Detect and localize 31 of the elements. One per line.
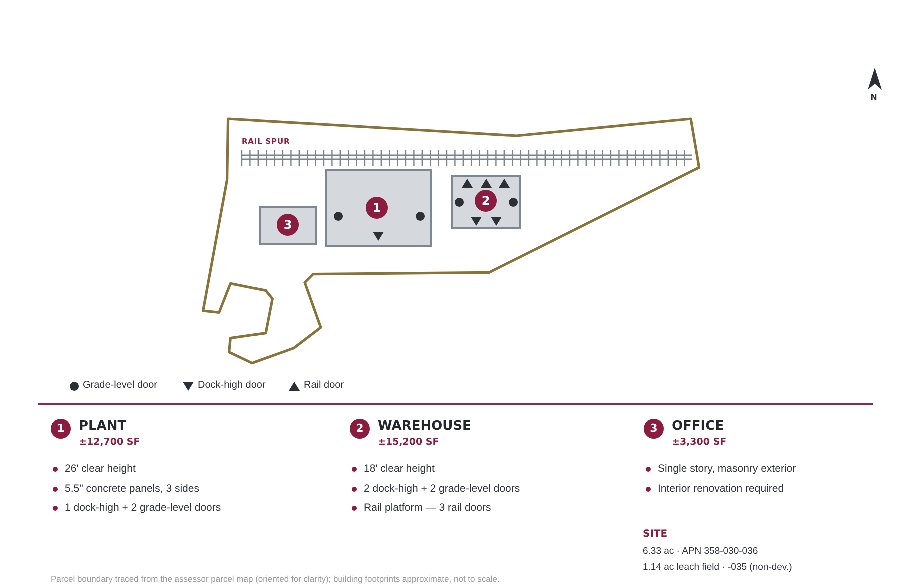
feature-text: 18' clear height — [364, 462, 435, 476]
feature-text: Interior renovation required — [658, 482, 784, 496]
building-footprint — [451, 175, 521, 229]
section-heading: OFFICE — [672, 419, 724, 435]
area-figure: ±3,300 SF — [672, 437, 727, 449]
feature-text: 5.5" concrete panels, 3 sides — [65, 482, 200, 496]
feature-text: 1 dock-high + 2 grade-level doors — [65, 501, 222, 515]
section-heading: WAREHOUSE — [378, 419, 472, 435]
callout-number: 2 — [350, 419, 370, 439]
building-footprint — [325, 169, 432, 247]
area-figure: ±15,200 SF — [378, 437, 440, 449]
site-detail: 1.14 ac leach field · -035 (non-dev.) — [643, 560, 792, 574]
footnote: Parcel boundary traced from the assessor parcel map (oriented for clarity); building footprints approximate, not to scale. — [51, 573, 500, 585]
feature-text: 2 dock-high + 2 grade-level doors — [364, 482, 520, 496]
legend-label: Dock-high door — [198, 379, 266, 393]
callout-number: 1 — [51, 419, 71, 439]
callout-number: 3 — [644, 419, 664, 439]
feature-text: 26' clear height — [65, 462, 136, 476]
section-heading: PLANT — [79, 419, 127, 435]
site-detail: 6.33 ac · APN 358-030-036 — [643, 544, 758, 558]
callout-number: 3 — [277, 214, 299, 236]
building-footprint — [259, 206, 317, 245]
feature-text: Single story, masonry exterior — [658, 462, 796, 476]
section-heading: SITE — [643, 528, 668, 540]
compass-letter: N — [870, 93, 878, 103]
callout-number: 2 — [475, 190, 497, 212]
legend-label: Grade-level door — [83, 379, 158, 393]
area-figure: ±12,700 SF — [79, 437, 140, 449]
callout-number: 1 — [366, 197, 388, 219]
feature-text: Rail platform — 3 rail doors — [364, 501, 492, 515]
legend-label: Rail door — [304, 379, 344, 393]
